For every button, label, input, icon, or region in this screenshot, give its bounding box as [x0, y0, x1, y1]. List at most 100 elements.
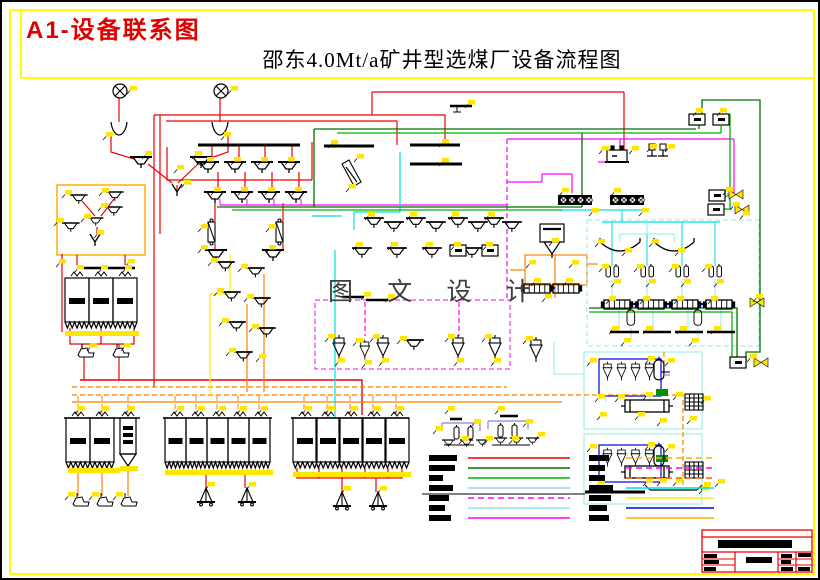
bin-top-icon — [344, 411, 358, 417]
drawing-title: 邵东4.0Mt/a矿井型选煤厂设备流程图 — [262, 48, 622, 72]
crusher-icon — [112, 83, 128, 99]
equipment-tag — [588, 207, 600, 217]
screen-icon — [277, 161, 301, 174]
bin-top-icon — [233, 411, 247, 417]
screen-icon — [215, 261, 236, 273]
equipment-tag — [656, 417, 668, 427]
equipment-tag — [112, 491, 124, 501]
vessel-icon — [653, 442, 665, 467]
flow-box — [314, 299, 511, 370]
equipment-tag — [668, 263, 680, 273]
vessel-icon — [653, 356, 665, 381]
equipment-tag — [237, 263, 249, 273]
pump-icon — [753, 357, 769, 368]
screen-icon — [386, 247, 408, 259]
screen-icon — [467, 221, 489, 233]
equipment-tag — [621, 247, 633, 257]
legend-swatch — [589, 475, 605, 481]
redacted-text-bar — [704, 554, 717, 558]
equipment-tag — [634, 411, 646, 421]
flow-line — [207, 135, 229, 160]
legend-swatch — [429, 515, 451, 521]
feeder-icon — [96, 492, 114, 507]
equipment-tag — [714, 478, 726, 488]
flow-line — [110, 135, 135, 160]
screen-icon — [284, 191, 308, 204]
legend-swatch — [589, 465, 605, 471]
bucket-elevator-icon — [207, 218, 216, 246]
equipment-tag — [628, 145, 640, 155]
equipment-tag — [525, 259, 537, 269]
storage-bin — [206, 417, 229, 469]
equipment-tag — [88, 491, 100, 501]
chute-icon — [341, 159, 362, 187]
screen-icon — [501, 221, 523, 233]
redacted-text-bar — [781, 567, 793, 571]
equipment-tag — [97, 202, 109, 212]
pump-box-icon — [688, 113, 706, 126]
equipment-tag — [610, 187, 622, 197]
storage-bin — [89, 417, 115, 469]
bin-top-icon — [191, 411, 205, 417]
screen-icon — [230, 191, 254, 204]
tag-strip — [165, 470, 273, 475]
bin-top-icon — [212, 411, 226, 417]
screen-icon — [447, 217, 469, 229]
equipment-tag — [197, 244, 209, 254]
storage-bin — [248, 417, 271, 469]
flow-box — [598, 444, 662, 483]
narrow-bin — [119, 417, 137, 467]
screen-icon — [363, 217, 385, 229]
screen-icon — [203, 191, 227, 204]
magnetic-separator-icon — [609, 194, 645, 206]
pump-box-icon — [707, 203, 725, 216]
equipment-tag — [173, 164, 185, 174]
screen-icon — [223, 161, 247, 174]
screen-icon — [403, 339, 425, 351]
tube-icon — [497, 422, 504, 438]
equipment-tag — [638, 207, 650, 217]
flow-box — [598, 358, 662, 397]
equipment-tag — [55, 258, 67, 268]
equipment-tag — [688, 337, 700, 347]
flow-box — [701, 529, 813, 573]
feeder-icon — [120, 492, 138, 507]
tag-strips — [65, 331, 411, 477]
screen-icon — [250, 161, 274, 174]
equipment-tag — [227, 85, 239, 95]
equipment-tag — [674, 247, 686, 257]
breaker-icon — [89, 233, 101, 247]
cyclone-icon — [359, 339, 371, 361]
equipment-tag — [672, 477, 684, 487]
equipment-tag — [352, 337, 364, 347]
flow-box — [583, 433, 703, 505]
tag-strip — [120, 466, 138, 471]
cyclone-icon — [488, 334, 502, 361]
storage-bin — [65, 417, 91, 469]
equipment-tag — [126, 85, 138, 95]
storage-bin — [112, 277, 138, 329]
equipment-tag — [248, 323, 260, 333]
equipment-tag — [586, 357, 598, 367]
equipment-tag — [225, 347, 237, 357]
bin-top-icon — [70, 271, 84, 277]
cyclone-icon — [616, 447, 627, 467]
tag-strip — [293, 472, 411, 477]
pump-box-icon — [708, 189, 726, 202]
storage-bin — [361, 417, 387, 469]
screen-icon — [257, 191, 281, 204]
legend-swatch — [429, 475, 443, 481]
cyclone-icon — [644, 447, 655, 467]
equipment-tag — [353, 153, 365, 163]
equipment-tag — [633, 263, 645, 273]
flow-line — [589, 307, 738, 359]
redacted-text-bar — [704, 560, 719, 564]
redacted-text-bar — [781, 560, 791, 564]
drum-icon — [620, 399, 674, 413]
flow-line — [553, 342, 584, 375]
filter-press-icon — [684, 393, 704, 411]
pump-box-icon — [729, 356, 747, 369]
redacted-text-bar — [798, 553, 811, 557]
cyclone-icon — [616, 361, 627, 381]
